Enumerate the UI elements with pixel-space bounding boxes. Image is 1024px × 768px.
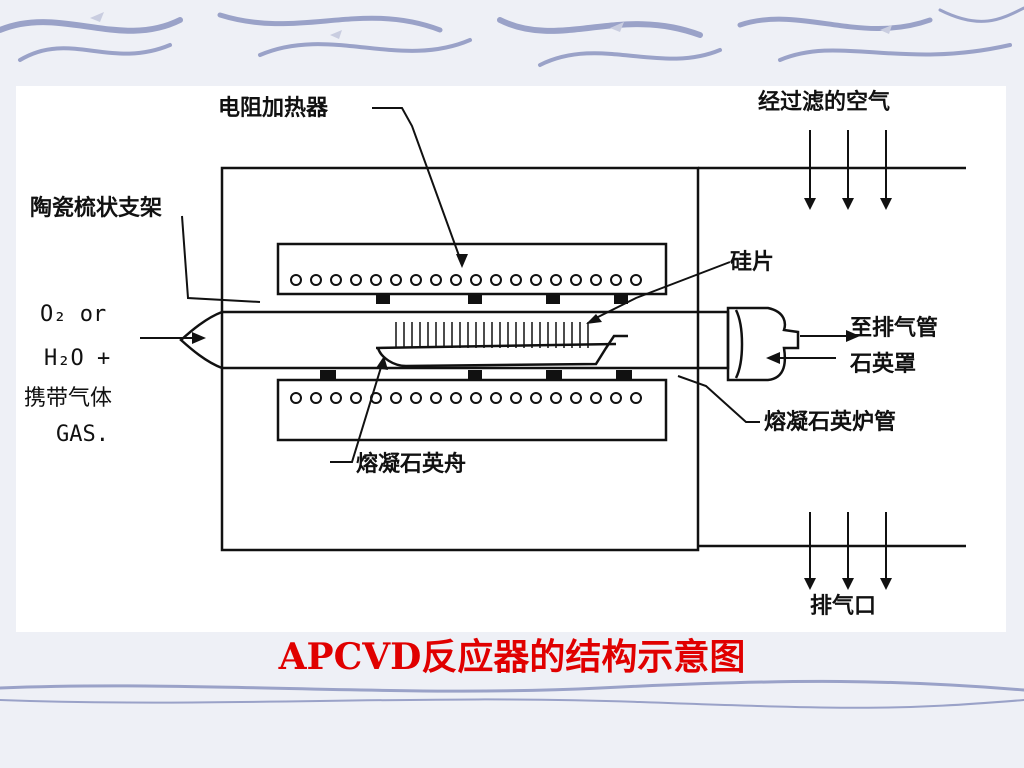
label-silicon-wafer: 硅片 [730,250,775,275]
label-exhaust-port: 排气口 [810,594,877,619]
label-gas-h2o: H₂O + [44,346,111,371]
quartz-furnace-tube [222,310,730,370]
lower-heater-block [276,378,668,442]
upper-heater-coils [290,274,642,286]
slide-caption: APCVD反应器的结构示意图 [278,636,746,678]
label-gas-abbr: GAS. [56,422,109,447]
label-quartz-cap: 石英罩 [850,352,917,377]
upper-heater-block [276,242,668,296]
apcvd-reactor-diagram [140,107,966,590]
quartz-boat-shape [376,334,628,368]
furnace-housing [220,166,700,552]
label-resistance-heater: 电阻加热器 [218,96,329,121]
label-gas-o2: O₂ or [40,302,107,327]
diagram-panel [16,86,1006,632]
quartz-cap-shape [726,306,800,382]
comb-support-feet [320,294,632,380]
label-carrier-gas: 携带气体 [24,386,113,411]
label-fused-quartz-boat: 熔凝石英舟 [356,452,467,477]
lower-heater-coils [290,392,642,404]
label-to-exhaust-pipe: 至排气管 [850,316,939,341]
label-ceramic-comb-support: 陶瓷梳状支架 [30,196,163,221]
silicon-wafers [395,322,589,348]
label-filtered-air: 经过滤的空气 [758,90,891,115]
label-fused-quartz-furnace-tube: 熔凝石英炉管 [764,410,897,435]
